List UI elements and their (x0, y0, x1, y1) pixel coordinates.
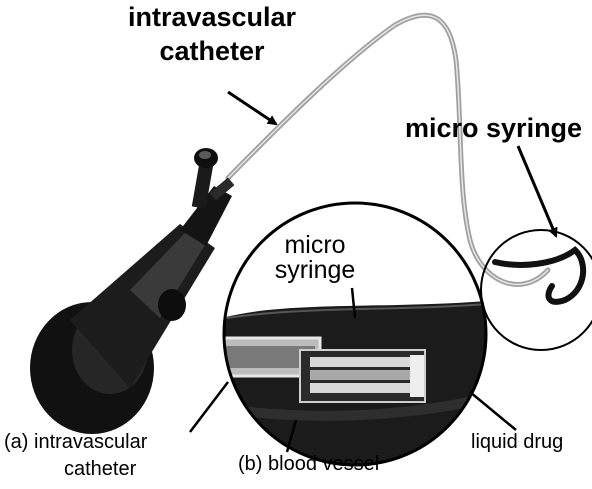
label-inset-micro: micro (240, 233, 390, 258)
catheter-device (30, 148, 234, 434)
label-a-intravascular-catheter-line1: (a) intravascular (4, 432, 147, 452)
label-intravascular-catheter-top-line1: intravascular (122, 4, 302, 31)
label-a-intravascular-catheter-line2: catheter (64, 459, 136, 479)
arrow-catheter-top (228, 92, 276, 124)
label-micro-syringe-right: micro syringe (405, 115, 582, 142)
arrow-a-catheter (190, 382, 228, 432)
arrow-liquid-drug (470, 392, 516, 430)
label-inset-syringe: syringe (240, 258, 390, 283)
label-intravascular-catheter-top-line2: catheter (122, 38, 302, 65)
label-liquid-drug: liquid drug (471, 432, 563, 452)
label-b-blood-vessel: (b) blood vessel (238, 454, 379, 474)
arrow-micro-syringe-right (518, 146, 556, 236)
